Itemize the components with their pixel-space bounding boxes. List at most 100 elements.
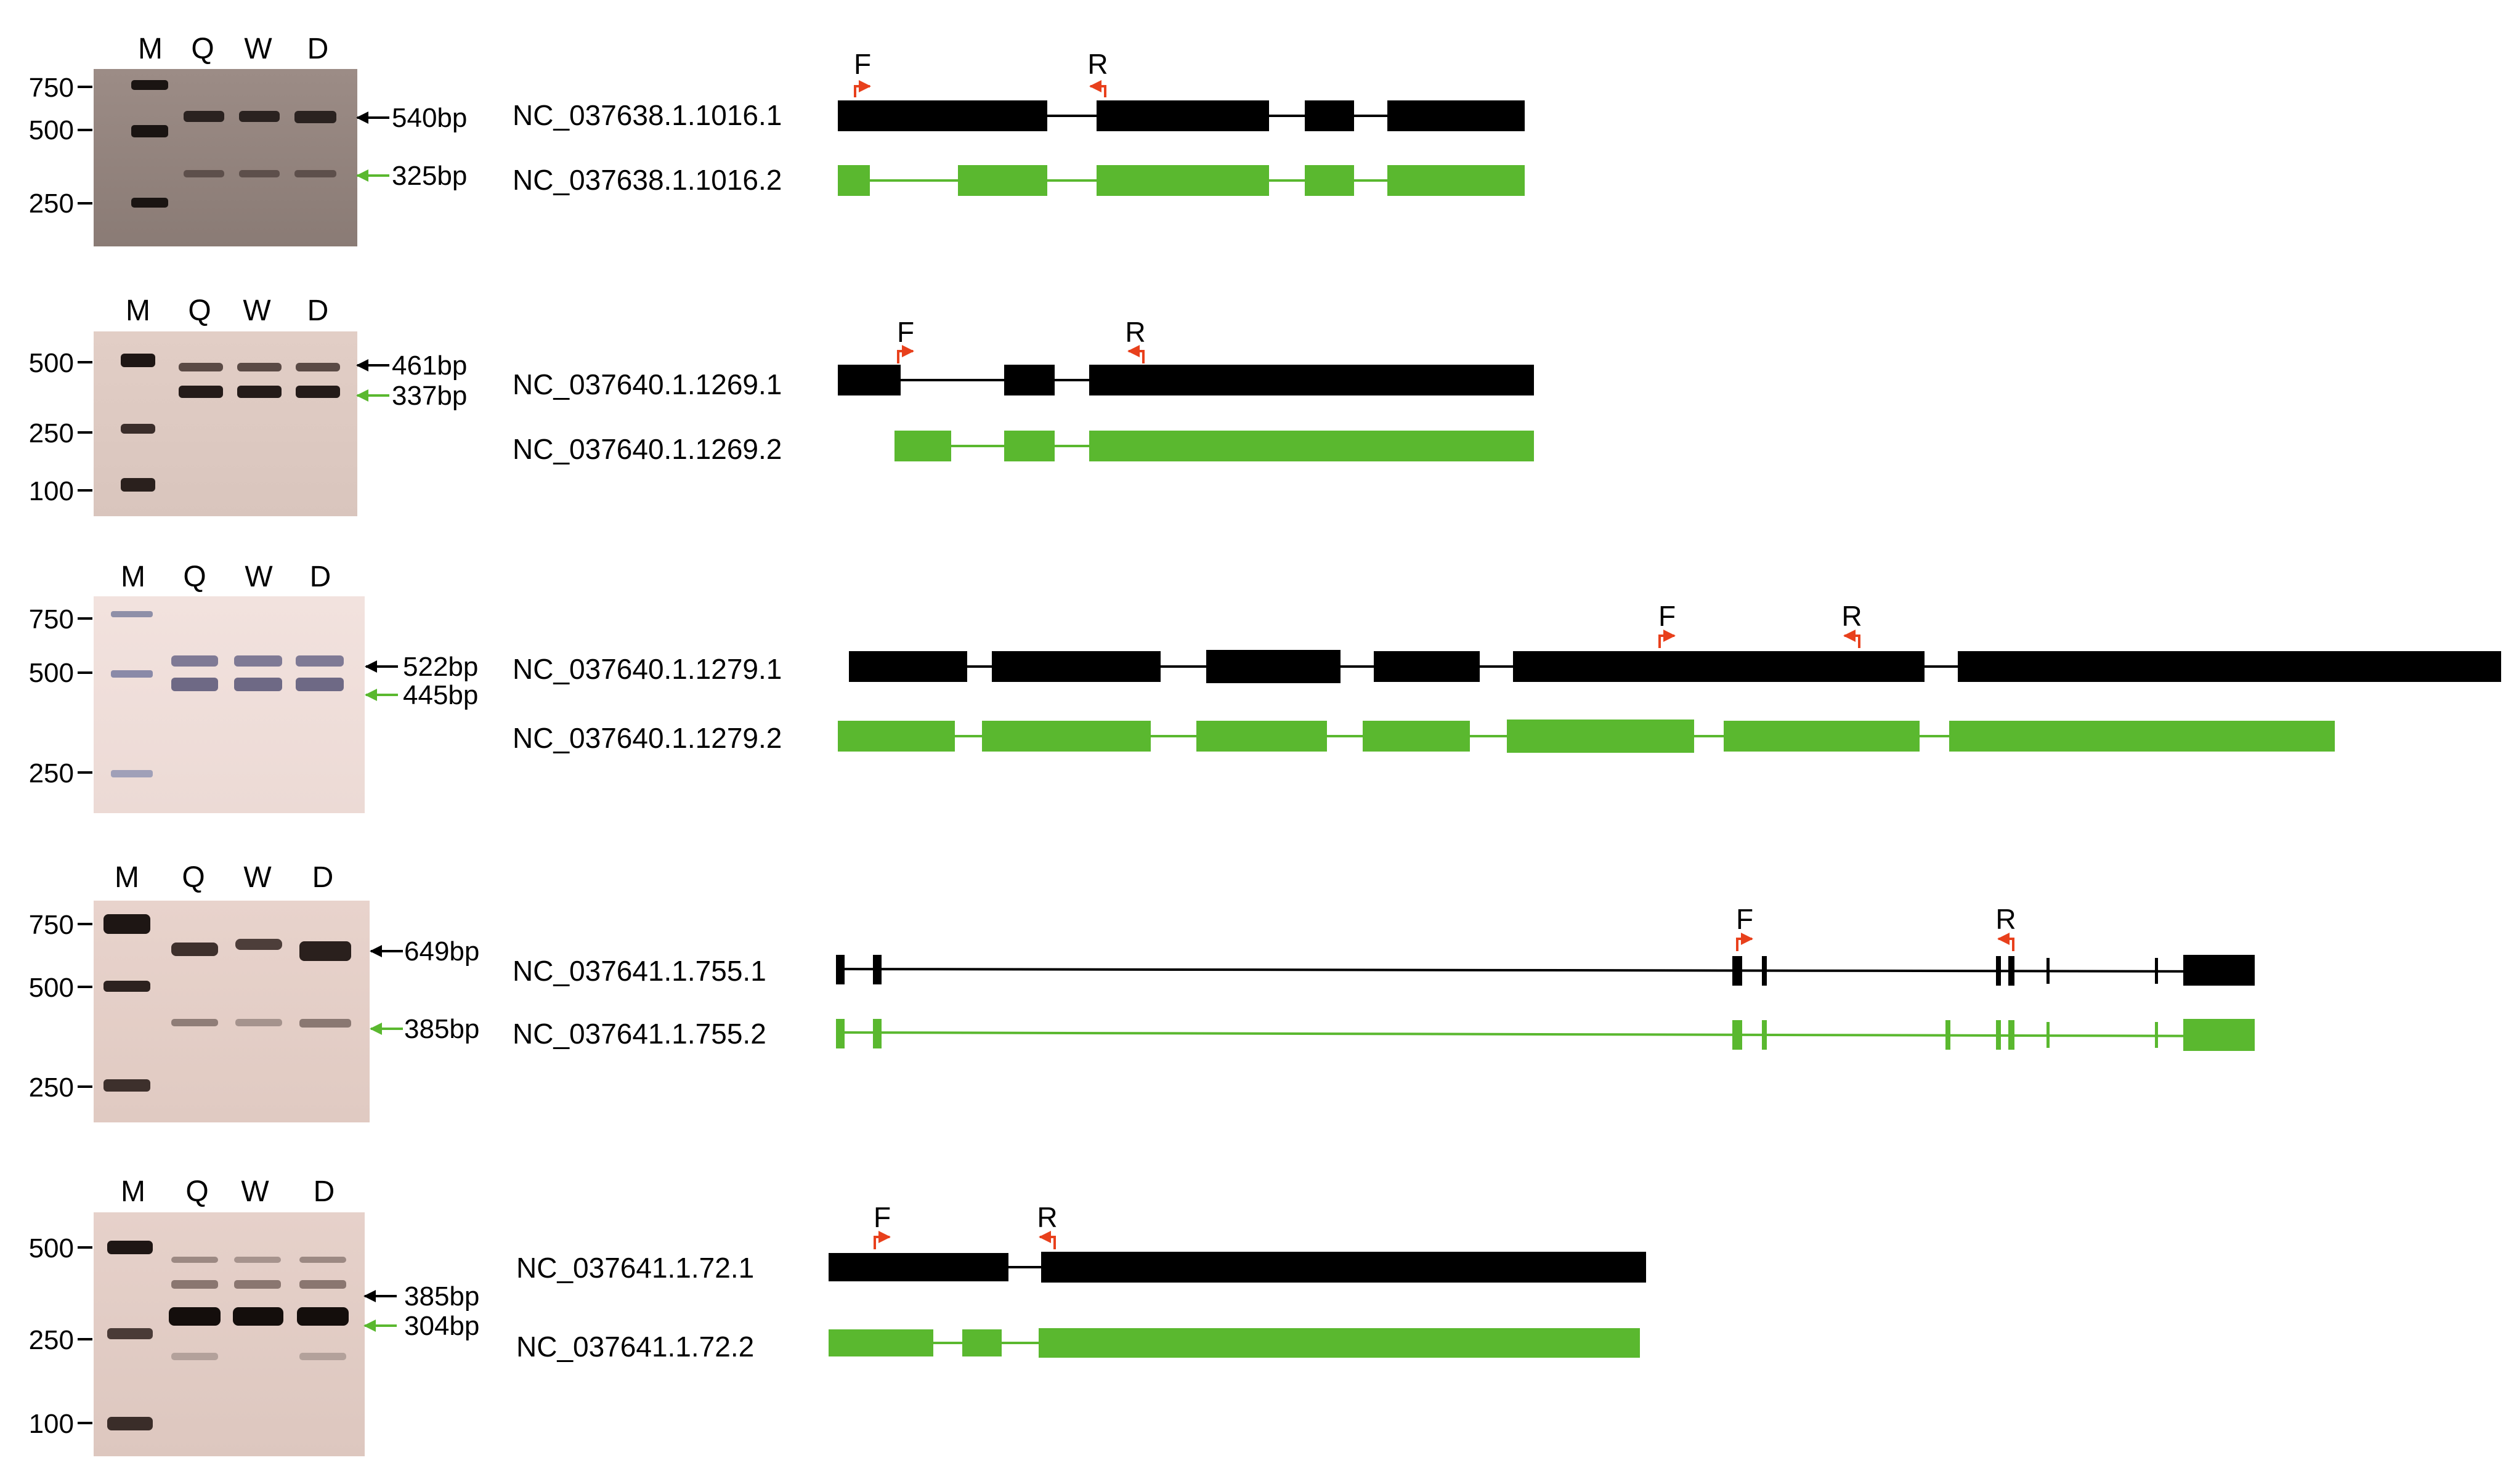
band-size-label: 337bp	[392, 381, 467, 411]
sample-band	[299, 1280, 346, 1289]
ladder-band	[111, 611, 153, 617]
primer-r-label: R	[1995, 903, 2016, 935]
band-size-label: 461bp	[392, 351, 467, 381]
lane-label-d: D	[307, 294, 329, 327]
ladder-label: 500	[29, 658, 74, 688]
sample-band	[179, 363, 223, 371]
exon	[838, 100, 1047, 131]
primer-f-arrow	[874, 1231, 891, 1249]
primer-r-arrow	[1997, 933, 2014, 951]
exon	[2183, 955, 2255, 986]
sample-band	[296, 655, 344, 667]
exon	[1958, 651, 2501, 682]
exon	[1196, 721, 1327, 752]
sample-band	[233, 1307, 283, 1326]
lane-label-q: Q	[185, 1175, 208, 1208]
gene-model-2: NC_037640.1.1269.1 NC_037640.1.1269.2 F …	[513, 316, 1534, 465]
lane-label-w: W	[245, 561, 273, 593]
sample-band	[299, 1257, 346, 1263]
primer-r-arrow	[1843, 630, 1860, 648]
gel-4: M Q W D 750 500 250 649bp 385bp	[29, 861, 479, 1122]
primer-f-label: F	[874, 1201, 891, 1233]
isoform-label: NC_037640.1.1279.1	[513, 653, 782, 685]
sample-band	[169, 1307, 221, 1326]
ladder-band	[103, 1079, 150, 1092]
exon	[2046, 958, 2050, 984]
exon	[838, 365, 901, 395]
isoform-label: NC_037640.1.1279.2	[513, 722, 782, 754]
primer-r-label: R	[1125, 316, 1145, 348]
gene-model-5: NC_037641.1.72.1 NC_037641.1.72.2 F R	[516, 1201, 1646, 1363]
exon	[1039, 1328, 1640, 1358]
sample-band	[294, 170, 336, 177]
primer-f-label: F	[854, 48, 871, 80]
lane-label-w: W	[241, 1175, 269, 1208]
band-size-label: 649bp	[404, 936, 479, 967]
ladder-label: 250	[29, 189, 74, 219]
exon	[1004, 365, 1055, 395]
sample-band	[239, 111, 280, 122]
lane-label-w: W	[243, 861, 272, 894]
exon	[1996, 1020, 2001, 1050]
exon	[1097, 165, 1269, 196]
isoform-label: NC_037641.1.755.2	[513, 1018, 766, 1050]
ladder-label: 750	[29, 73, 74, 103]
sample-band	[237, 363, 282, 371]
sample-band	[296, 678, 344, 691]
sample-band	[235, 1019, 282, 1026]
band-size-label: 540bp	[392, 103, 467, 133]
panel-2: M Q W D 500 250 100 461bp 337bp	[29, 294, 1534, 516]
primer-r-arrow	[1089, 80, 1106, 97]
lane-label-d: D	[307, 33, 329, 65]
isoform-label: NC_037641.1.72.1	[516, 1252, 754, 1284]
primer-f-label: F	[1736, 903, 1753, 935]
band-size-label: 325bp	[392, 161, 467, 191]
lane-label-m: M	[121, 561, 145, 593]
lane-label-m: M	[126, 294, 150, 327]
panel-5: M Q W D 500 250 100 38	[29, 1175, 1646, 1456]
panel-3: M Q W D 750 500 250 522bp 445bp	[29, 561, 2501, 813]
ladder-label: 250	[29, 758, 74, 789]
intron-line	[837, 968, 2255, 973]
exon	[2183, 1019, 2255, 1051]
primer-f-arrow	[1658, 630, 1676, 648]
primer-f-label: F	[897, 316, 914, 348]
sample-band	[235, 939, 282, 950]
exon	[838, 165, 870, 196]
exon	[1004, 431, 1055, 461]
primer-f-arrow	[854, 80, 871, 97]
band-size-label: 385bp	[404, 1281, 479, 1312]
sample-band	[296, 386, 340, 398]
isoform-label: NC_037638.1.1016.1	[513, 99, 782, 131]
ladder-band	[121, 424, 155, 434]
ladder-band	[131, 125, 168, 137]
sample-band	[179, 386, 223, 398]
gel-5: M Q W D 500 250 100 38	[29, 1175, 479, 1456]
sample-band	[234, 678, 282, 691]
exon	[1387, 100, 1525, 131]
sample-band	[184, 170, 224, 177]
exon	[1732, 1020, 1742, 1050]
band-size-label: 385bp	[404, 1014, 479, 1044]
lane-label-m: M	[121, 1175, 145, 1208]
gel-1: M Q W D 750 500 250 540bp 325bp	[29, 33, 467, 246]
ladder-band	[111, 670, 153, 678]
sample-band	[297, 1307, 349, 1326]
sample-band	[171, 655, 218, 667]
exon	[1949, 721, 2335, 752]
gene-model-3: NC_037640.1.1279.1 NC_037640.1.1279.2 F …	[513, 600, 2501, 754]
exon	[1374, 651, 1480, 682]
ladder-label: 750	[29, 604, 74, 635]
ladder-band	[107, 1328, 153, 1339]
exon	[1041, 1252, 1646, 1283]
sample-band	[294, 111, 336, 123]
sample-band	[171, 1280, 218, 1289]
primer-r-label: R	[1841, 600, 1862, 632]
sample-band	[234, 655, 282, 667]
ladder-band	[111, 770, 153, 777]
lane-label-d: D	[310, 561, 331, 593]
ladder-label: 250	[29, 418, 74, 448]
gene-model-4: NC_037641.1.755.1 NC_037641.1.755.2 F	[513, 903, 2255, 1051]
ladder-label: 100	[29, 1409, 74, 1439]
exon	[2008, 956, 2014, 986]
